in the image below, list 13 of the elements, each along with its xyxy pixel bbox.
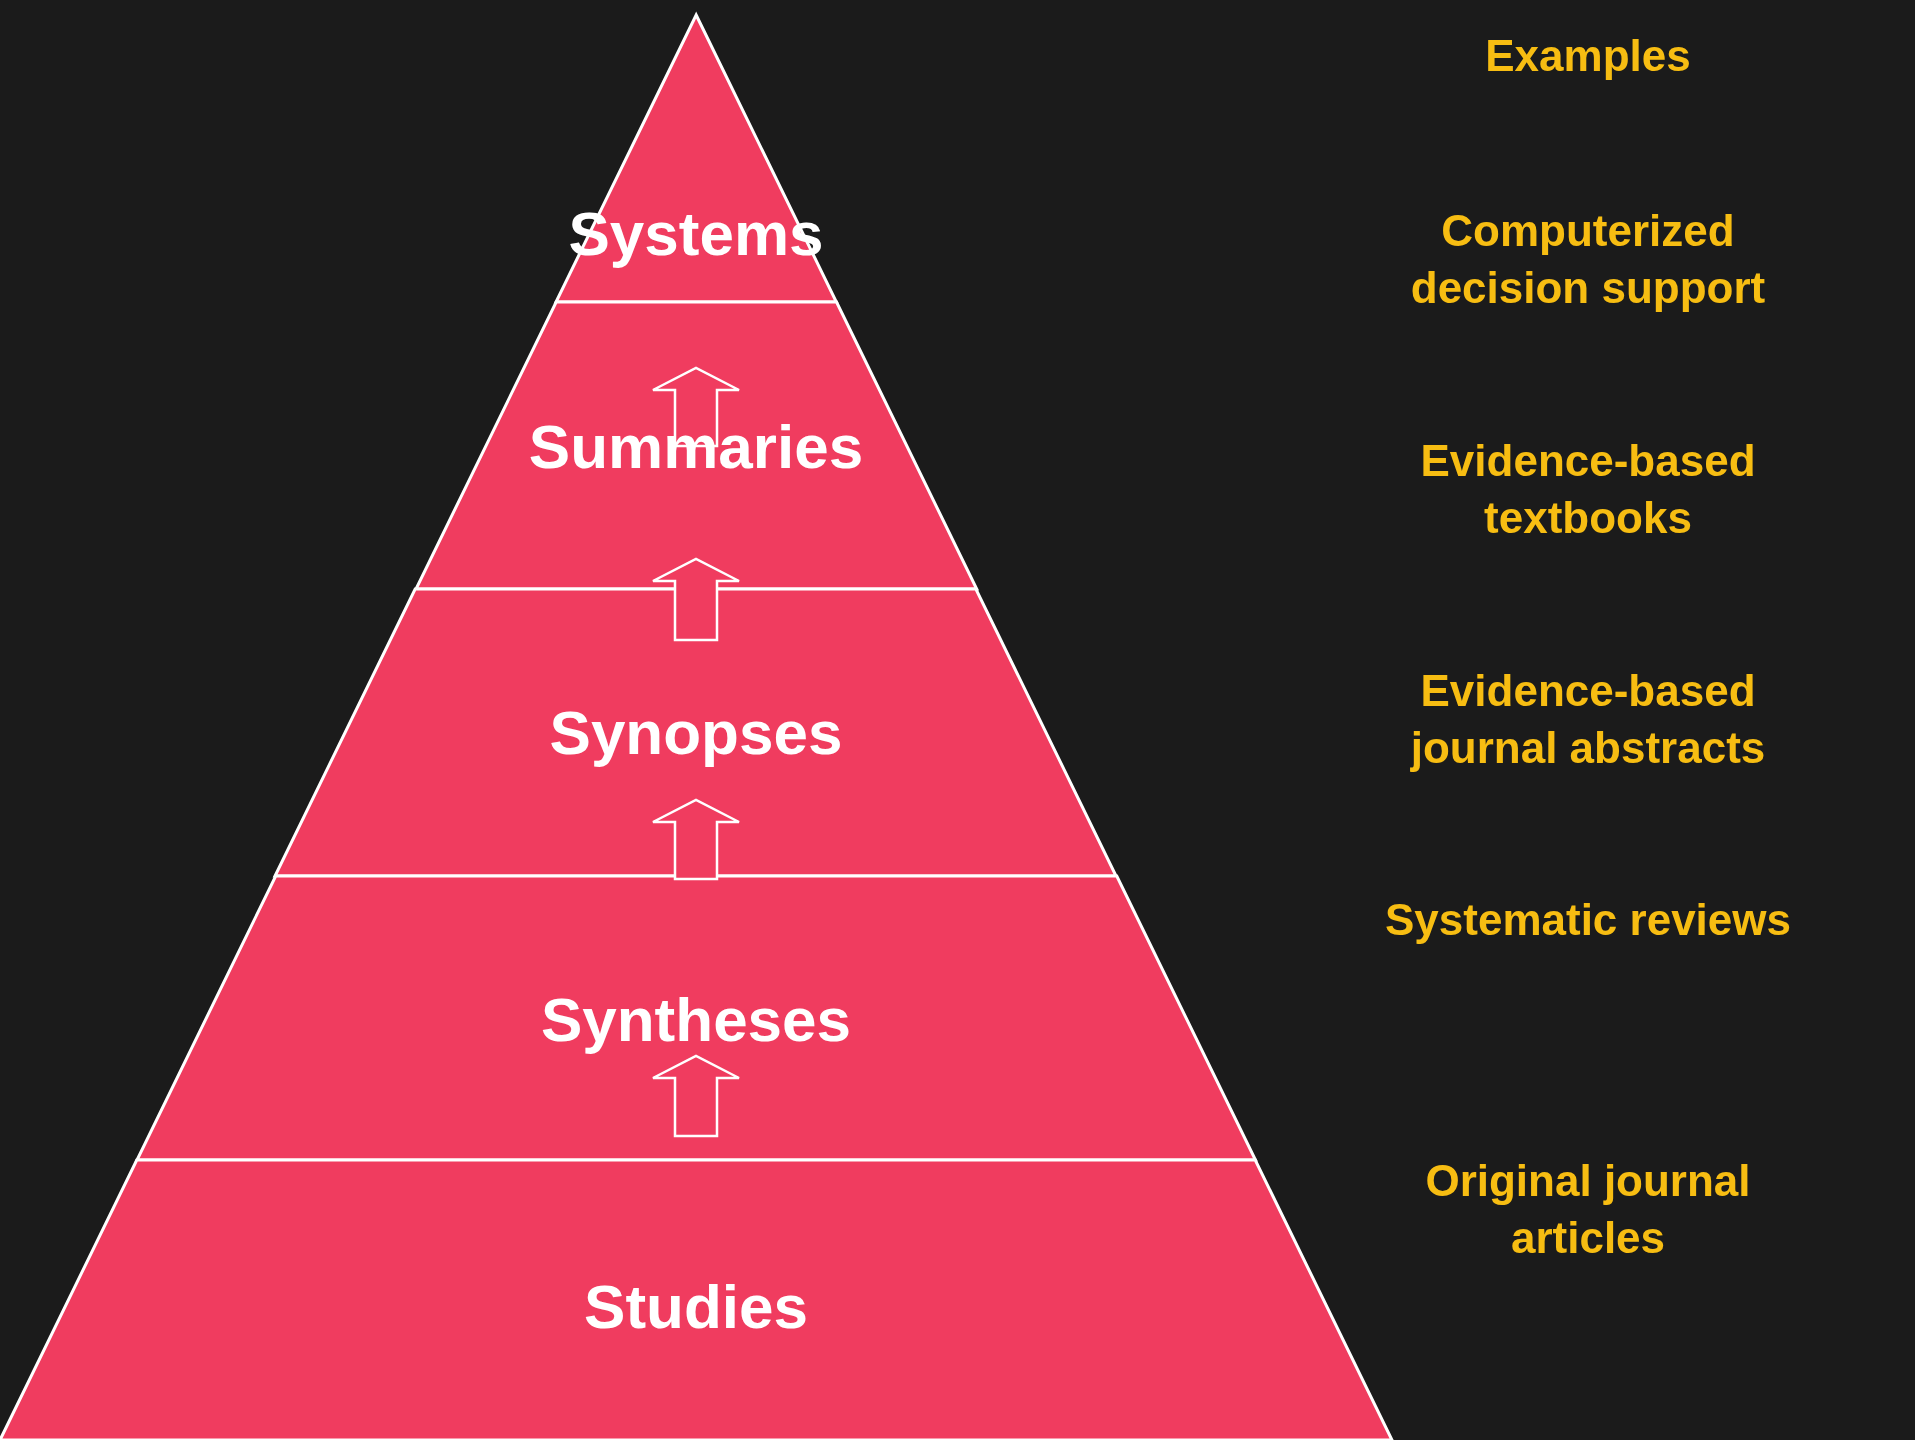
level-label: Summaries	[528, 412, 864, 482]
block-arrow	[651, 798, 741, 881]
example-label: Systematic reviews	[1383, 894, 1792, 947]
example-label: Evidence-based textbooks	[1419, 434, 1757, 544]
block-arrow	[651, 557, 741, 642]
level-label: Synopses	[549, 698, 843, 768]
example-label: Original journal articles	[1424, 1154, 1752, 1264]
example-label: Evidence-based journal abstracts	[1409, 664, 1767, 774]
level-label: Studies	[584, 1272, 808, 1342]
level-label: Syntheses	[540, 985, 852, 1055]
block-arrow	[651, 1054, 741, 1138]
example-label: Computerized decision support	[1409, 204, 1767, 314]
column-heading: Examples	[1484, 30, 1692, 83]
